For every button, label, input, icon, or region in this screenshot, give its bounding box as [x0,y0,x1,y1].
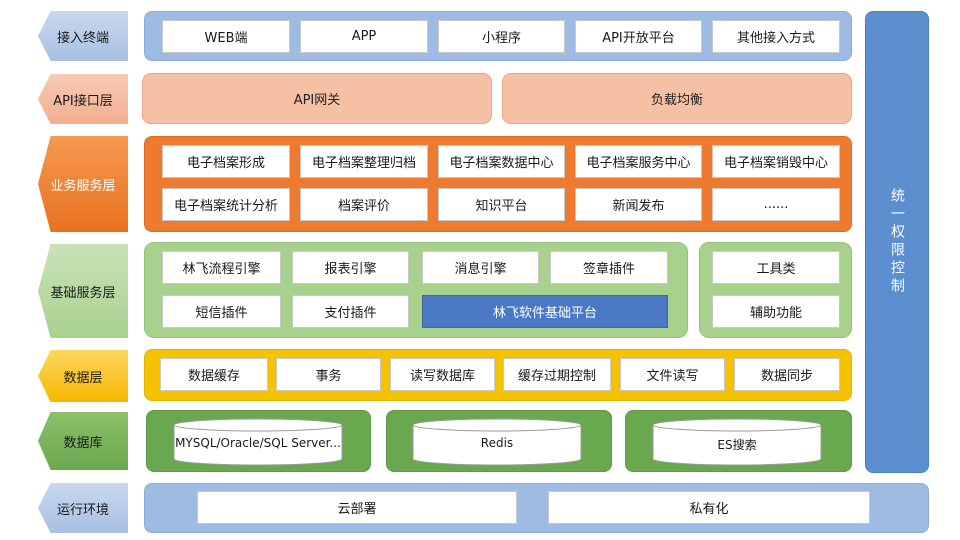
layer-label-database-text: 数据库 [63,435,103,451]
layer-label-access-text: 接入终端 [56,30,109,46]
access-item-miniprogram: 小程序 [438,20,565,53]
api-gateway-text: API网关 [293,93,341,108]
layer-label-data: 数据层 [38,350,128,402]
foundation-platform: 林飞软件基础平台 [422,295,668,328]
business-item-text: 电子档案整理归档 [311,156,416,171]
foundation-item: 支付插件 [292,295,409,328]
access-item-web-text: WEB端 [204,31,248,46]
foundation-item-text: 林飞流程引擎 [182,262,261,277]
foundation-item: 消息引擎 [422,251,539,284]
data-item-text: 文件读写 [646,369,699,384]
layer-label-api: API接口层 [38,74,128,124]
business-item: 电子档案服务中心 [575,145,702,178]
foundation-item-text: 报表引擎 [324,262,377,277]
business-item: 电子档案统计分析 [162,188,290,221]
access-item-other-text: 其他接入方式 [736,31,815,46]
foundation-item-text: 短信插件 [195,306,248,321]
load-balance-box: 负载均衡 [502,73,852,124]
layer-label-business: 业务服务层 [38,136,128,232]
data-item-text: 数据同步 [760,369,813,384]
layer-label-foundation-text: 基础服务层 [50,285,116,301]
foundation-platform-text: 林飞软件基础平台 [492,306,597,321]
business-item-text: 档案评价 [337,199,390,214]
business-item-text: 电子档案形成 [186,156,265,171]
foundation-item-text: 签章插件 [582,262,635,277]
data-item: 缓存过期控制 [503,358,611,391]
database-cylinder-icon [652,418,822,466]
runtime-item-cloud-text: 云部署 [337,502,377,517]
api-gateway-box: API网关 [142,73,492,124]
data-item: 事务 [276,358,381,391]
business-item: 电子档案销毁中心 [712,145,840,178]
data-item: 数据缓存 [160,358,268,391]
foundation-item: 报表引擎 [292,251,409,284]
database-cylinder-text: MYSQL/Oracle/SQL Server... [175,436,341,450]
business-item: 新闻发布 [575,188,702,221]
foundation-item: 签章插件 [550,251,668,284]
database-cylinder-mysql: MYSQL/Oracle/SQL Server... [173,418,343,466]
foundation-side-item: 辅助功能 [712,295,840,328]
access-item-app-text: APP [351,29,377,44]
business-item: 电子档案数据中心 [438,145,565,178]
access-item-app: APP [300,20,428,53]
data-item: 文件读写 [620,358,725,391]
data-item-text: 缓存过期控制 [517,369,596,384]
layer-label-api-text: API接口层 [53,93,113,109]
foundation-item: 林飞流程引擎 [162,251,281,284]
business-item: 档案评价 [300,188,428,221]
data-item: 数据同步 [734,358,840,391]
access-item-open-api-text: API开放平台 [602,31,675,46]
layer-label-database: 数据库 [38,412,128,470]
runtime-item-private-text: 私有化 [689,502,729,517]
layer-label-business-text: 业务服务层 [50,178,116,194]
data-item-text: 事务 [315,369,342,384]
layer-label-data-text: 数据层 [63,370,103,386]
business-item: 知识平台 [438,188,565,221]
database-cylinder-redis: Redis [412,418,582,466]
database-cylinder-icon [412,418,582,466]
foundation-item-text: 消息引擎 [454,262,507,277]
business-item: 电子档案形成 [162,145,290,178]
data-item-text: 读写数据库 [409,369,475,384]
business-item-text: 电子档案服务中心 [586,156,691,171]
load-balance-text: 负载均衡 [650,93,703,108]
database-cylinder-icon [173,418,343,466]
permission-control-bar: 统一权限控制 [865,11,929,473]
database-cylinder-text: ES搜索 [717,438,757,452]
runtime-item-private: 私有化 [548,491,870,524]
business-item-text: 电子档案统计分析 [173,199,278,214]
runtime-item-cloud: 云部署 [197,491,517,524]
business-item-text: 新闻发布 [612,199,665,214]
access-item-web: WEB端 [162,20,290,53]
layer-label-runtime-text: 运行环境 [56,502,109,518]
access-item-open-api: API开放平台 [575,20,702,53]
access-item-other: 其他接入方式 [712,20,840,53]
data-item-text: 数据缓存 [187,369,240,384]
foundation-side-item: 工具类 [712,251,840,284]
business-item-text: 知识平台 [475,199,528,214]
layer-label-foundation: 基础服务层 [38,244,128,338]
access-item-miniprogram-text: 小程序 [481,31,521,46]
business-item-text: 电子档案销毁中心 [723,156,828,171]
business-item: 电子档案整理归档 [300,145,428,178]
business-item-text: ...... [763,197,789,212]
foundation-item: 短信插件 [162,295,281,328]
permission-control-text: 统一权限控制 [889,188,905,296]
database-cylinder-es: ES搜索 [652,418,822,466]
business-item-more: ...... [712,188,840,221]
data-item: 读写数据库 [390,358,495,391]
database-cylinder-text: Redis [480,436,514,450]
business-item-text: 电子档案数据中心 [449,156,554,171]
foundation-item-text: 支付插件 [324,306,377,321]
layer-label-access: 接入终端 [38,11,128,61]
foundation-side-item-text: 辅助功能 [749,306,802,321]
layer-label-runtime: 运行环境 [38,483,128,533]
foundation-side-item-text: 工具类 [756,262,796,277]
